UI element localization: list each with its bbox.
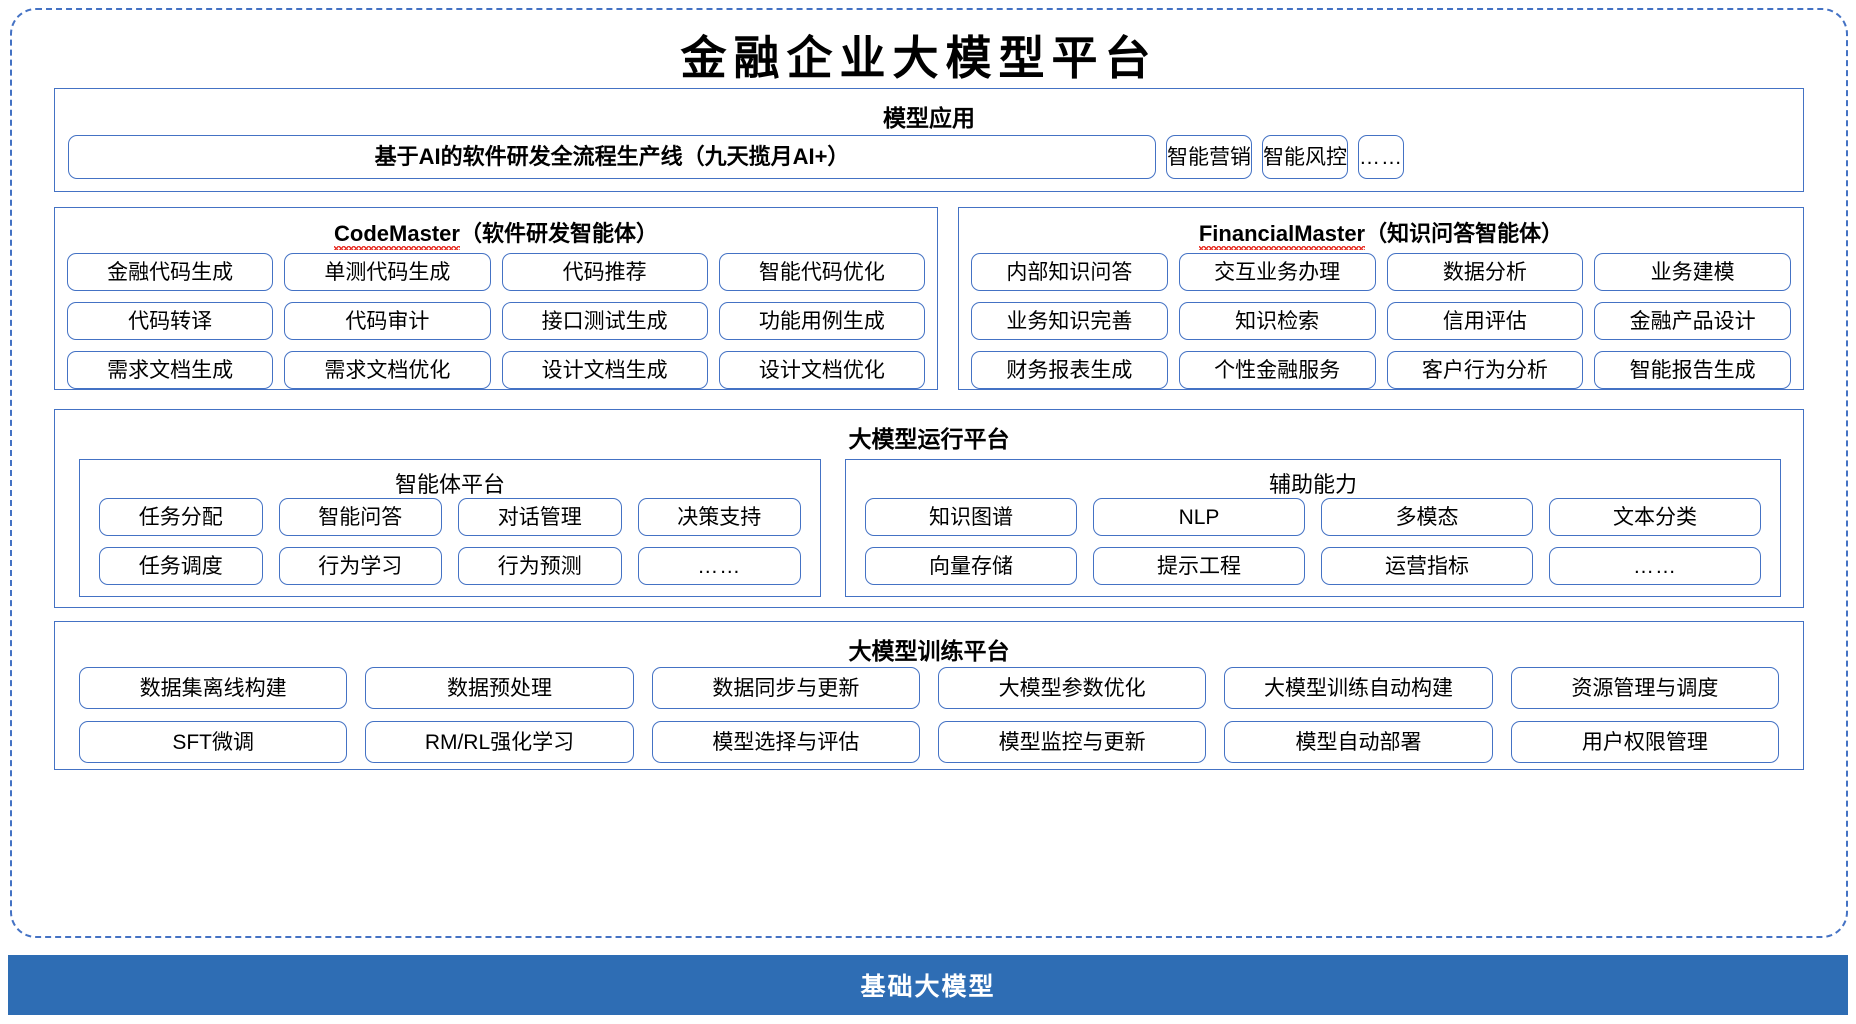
aux-chip-0[interactable]: 知识图谱 [865, 498, 1077, 536]
subsection-agent-platform: 智能体平台 任务分配 智能问答 对话管理 决策支持 任务调度 行为学习 行为预测… [79, 459, 821, 597]
agentp-chip-2[interactable]: 对话管理 [458, 498, 622, 536]
aux-chip-more[interactable]: …… [1549, 547, 1761, 585]
page-title: 金融企业大模型平台 [680, 33, 1158, 84]
fin-chip-2[interactable]: 数据分析 [1386, 253, 1584, 291]
train-chip-8[interactable]: 模型选择与评估 [651, 721, 920, 763]
code-chip-3[interactable]: 智能代码优化 [718, 253, 925, 291]
agent-platform-grid: 任务分配 智能问答 对话管理 决策支持 任务调度 行为学习 行为预测 …… [99, 498, 801, 585]
app-chip-more[interactable]: …… [1358, 135, 1404, 179]
code-chip-0[interactable]: 金融代码生成 [67, 253, 274, 291]
fin-chip-11[interactable]: 智能报告生成 [1594, 351, 1791, 389]
fin-chip-5[interactable]: 知识检索 [1178, 302, 1376, 340]
agentp-chip-3[interactable]: 决策支持 [637, 498, 801, 536]
training-platform-grid: 数据集离线构建 数据预处理 数据同步与更新 大模型参数优化 大模型训练自动构建 … [79, 667, 1779, 763]
code-master-name: CodeMaster [334, 221, 460, 250]
code-chip-1[interactable]: 单测代码生成 [284, 253, 491, 291]
section-runtime-platform: 大模型运行平台 智能体平台 任务分配 智能问答 对话管理 决策支持 任务调度 行… [54, 409, 1804, 608]
code-chip-8[interactable]: 需求文档生成 [67, 351, 274, 389]
app-chip-ai-pipeline[interactable]: 基于AI的软件研发全流程生产线（九天揽月AI+） [68, 135, 1156, 179]
agentp-chip-more[interactable]: …… [637, 547, 801, 585]
financial-master-suffix: （知识问答智能体） [1365, 221, 1564, 246]
section-code-master: CodeMaster（软件研发智能体） 金融代码生成 单测代码生成 代码推荐 智… [54, 207, 938, 390]
fin-chip-9[interactable]: 个性金融服务 [1178, 351, 1376, 389]
fin-chip-6[interactable]: 信用评估 [1386, 302, 1584, 340]
train-chip-11[interactable]: 用户权限管理 [1510, 721, 1779, 763]
code-chip-5[interactable]: 代码审计 [284, 302, 491, 340]
aux-capability-grid: 知识图谱 NLP 多模态 文本分类 向量存储 提示工程 运营指标 …… [865, 498, 1761, 585]
fin-chip-4[interactable]: 业务知识完善 [971, 302, 1168, 340]
section-model-applications: 模型应用 基于AI的软件研发全流程生产线（九天揽月AI+） 智能营销 智能风控 … [54, 88, 1804, 192]
section-financial-master: FinancialMaster（知识问答智能体） 内部知识问答 交互业务办理 数… [958, 207, 1804, 390]
code-chip-9[interactable]: 需求文档优化 [284, 351, 491, 389]
code-master-grid: 金融代码生成 单测代码生成 代码推荐 智能代码优化 代码转译 代码审计 接口测试… [67, 253, 925, 389]
train-chip-1[interactable]: 数据预处理 [365, 667, 634, 709]
app-chip-smart-risk-control[interactable]: 智能风控 [1262, 135, 1348, 179]
train-chip-5[interactable]: 资源管理与调度 [1510, 667, 1779, 709]
code-chip-2[interactable]: 代码推荐 [501, 253, 708, 291]
base-model-banner: 基础大模型 [8, 955, 1848, 1015]
agentp-chip-5[interactable]: 行为学习 [278, 547, 442, 585]
section-title-model-applications: 模型应用 [883, 105, 975, 131]
aux-chip-6[interactable]: 运营指标 [1321, 547, 1533, 585]
aux-chip-3[interactable]: 文本分类 [1549, 498, 1761, 536]
train-chip-9[interactable]: 模型监控与更新 [938, 721, 1207, 763]
code-chip-11[interactable]: 设计文档优化 [718, 351, 925, 389]
train-chip-7[interactable]: RM/RL强化学习 [365, 721, 634, 763]
section-title-runtime-platform: 大模型运行平台 [848, 426, 1010, 452]
section-training-platform: 大模型训练平台 数据集离线构建 数据预处理 数据同步与更新 大模型参数优化 大模… [54, 621, 1804, 770]
train-chip-3[interactable]: 大模型参数优化 [938, 667, 1207, 709]
code-chip-7[interactable]: 功能用例生成 [718, 302, 925, 340]
subsection-title-aux-capability: 辅助能力 [1268, 472, 1357, 497]
train-chip-2[interactable]: 数据同步与更新 [651, 667, 920, 709]
section-title-financial-master: FinancialMaster（知识问答智能体） [959, 216, 1803, 250]
aux-chip-5[interactable]: 提示工程 [1093, 547, 1305, 585]
fin-chip-0[interactable]: 内部知识问答 [971, 253, 1168, 291]
subsection-title-agent-platform: 智能体平台 [394, 472, 505, 497]
aux-chip-2[interactable]: 多模态 [1321, 498, 1533, 536]
fin-chip-1[interactable]: 交互业务办理 [1178, 253, 1376, 291]
code-chip-4[interactable]: 代码转译 [67, 302, 274, 340]
code-chip-10[interactable]: 设计文档生成 [501, 351, 708, 389]
financial-master-name: FinancialMaster [1198, 221, 1366, 250]
fin-chip-10[interactable]: 客户行为分析 [1386, 351, 1584, 389]
model-applications-row: 基于AI的软件研发全流程生产线（九天揽月AI+） 智能营销 智能风控 …… [68, 135, 1792, 179]
subsection-aux-capability: 辅助能力 知识图谱 NLP 多模态 文本分类 向量存储 提示工程 运营指标 …… [845, 459, 1781, 597]
app-chip-smart-marketing[interactable]: 智能营销 [1166, 135, 1252, 179]
train-chip-0[interactable]: 数据集离线构建 [79, 667, 348, 709]
train-chip-6[interactable]: SFT微调 [79, 721, 348, 763]
fin-chip-7[interactable]: 金融产品设计 [1594, 302, 1791, 340]
train-chip-4[interactable]: 大模型训练自动构建 [1224, 667, 1493, 709]
agentp-chip-0[interactable]: 任务分配 [99, 498, 263, 536]
fin-chip-3[interactable]: 业务建模 [1594, 253, 1791, 291]
section-title-code-master: CodeMaster（软件研发智能体） [55, 216, 937, 250]
train-chip-10[interactable]: 模型自动部署 [1224, 721, 1493, 763]
agentp-chip-1[interactable]: 智能问答 [278, 498, 442, 536]
financial-master-grid: 内部知识问答 交互业务办理 数据分析 业务建模 业务知识完善 知识检索 信用评估… [971, 253, 1791, 389]
code-chip-6[interactable]: 接口测试生成 [501, 302, 708, 340]
section-title-training-platform: 大模型训练平台 [848, 638, 1010, 664]
aux-chip-1[interactable]: NLP [1093, 498, 1305, 536]
aux-chip-4[interactable]: 向量存储 [865, 547, 1077, 585]
agentp-chip-4[interactable]: 任务调度 [99, 547, 263, 585]
agentp-chip-6[interactable]: 行为预测 [458, 547, 622, 585]
code-master-suffix: （软件研发智能体） [459, 221, 658, 246]
fin-chip-8[interactable]: 财务报表生成 [971, 351, 1168, 389]
